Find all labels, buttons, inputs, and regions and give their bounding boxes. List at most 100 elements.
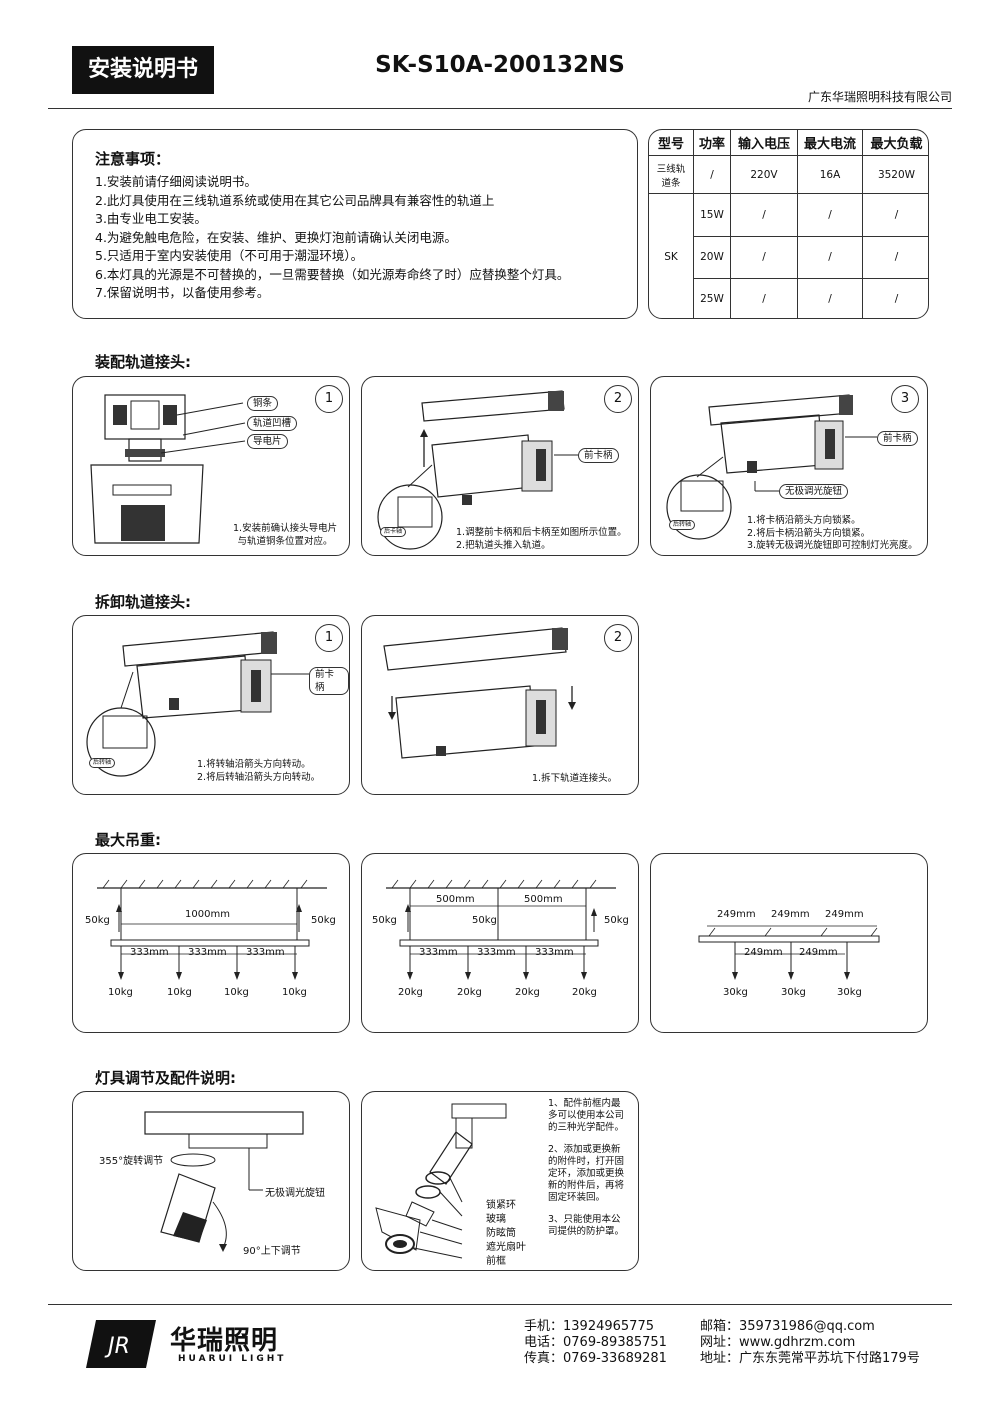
part-front-frame: 前框 [486,1256,506,1267]
adjust-panel: 355°旋转调节 无极调光旋钮 90°上下调节 [72,1091,350,1271]
label-front-clamp: 前卡柄 [877,431,918,446]
brand-name: 华瑞照明 [170,1326,279,1356]
cell-track-current: 16A [797,155,863,195]
spec-table-box: 型号 功率 输入电压 最大电流 最大负载 三线轨道条 / 220V 16A 35… [648,129,929,319]
step-number: 3 [891,385,919,413]
track-lock-figure [666,394,877,540]
label-rear-axle: 后转轴 [669,520,696,530]
seg-label: 333mm [188,947,227,958]
note-line: 1.安装前确认接头导电片 [233,523,338,534]
rotate-label: 355°旋转调节 [99,1156,164,1167]
notice-list: 1.安装前请仔细阅读说明书。 2.此灯具使用在三线轨道系统或使用在其它公司品牌具… [95,173,635,303]
load-label: 20kg [572,987,597,998]
cell-track-model: 三线轨道条 [649,155,694,195]
assembly-panel-1: 1 铜条 轨道凹槽 导电片 1.安装前确认接头导电片 与轨道铜条位置对应。 [72,376,350,556]
removal-panel-2: 2 1.拆下轨道连接头。 [361,615,639,795]
seg-label: 333mm [419,947,458,958]
part-anti-glare: 防眩筒 [486,1228,516,1239]
accessories-exploded-figure [375,1103,507,1259]
weight-diagram-2 [386,879,616,980]
company-name: 广东华瑞照明科技有限公司 [807,90,952,104]
label-rear-axle: 后转轴 [89,758,116,768]
load-label: 10kg [108,987,133,998]
header-divider [48,108,952,109]
side-load-left: 50kg [85,915,110,926]
spec-row-sk-1: SK 15W / / / [649,193,928,318]
label-copper-strip: 铜条 [247,396,279,411]
website: 网址：www.gdhrzm.com [700,1335,856,1350]
part-barn-door: 遮光扇叶 [486,1242,526,1253]
step-note: 1.安装前确认接头导电片 与轨道铜条位置对应。 [233,523,337,548]
seg-label: 333mm [246,947,285,958]
contact-right: 邮箱：359731986@qq.com 网址：www.gdhrzm.com 地址… [700,1319,920,1367]
side-load-right: 50kg [604,915,629,926]
removal-panel-1: 1 前卡柄 后转轴 1.将转轴沿箭头方向转动。 2.将后转轴沿箭头方向转动。 [72,615,350,795]
part-glass: 玻璃 [486,1214,506,1225]
footer-divider [48,1304,952,1305]
label-conductor: 导电片 [247,434,288,449]
notice-item: 1.安装前请仔细阅读说明书。 [95,174,257,189]
seg-top: 249mm [825,909,864,920]
note-line: 3.旋转无极调光旋钮即可控制灯光亮度。 [747,540,918,551]
col-power: 功率 [693,130,731,157]
cell-current: / [797,235,863,279]
accessory-note: 2、添加或更换新的附件时，打开固定环，添加或更换新的附件后，再将固定环装回。 [548,1144,625,1203]
step-note: 1.将卡柄沿箭头方向锁紧。 2.将后卡柄沿箭头方向锁紧。 3.旋转无极调光旋钮即… [747,515,918,553]
spec-table: 型号 功率 输入电压 最大电流 最大负载 三线轨道条 / 220V 16A 35… [649,130,928,318]
assembly-panel-2: 2 前卡柄 后卡轴 1.调整前卡柄和后卡柄至如图所示位置。 2.把轨道头推入轨道… [361,376,639,556]
logo-icon: JR [86,1320,156,1368]
track-insert-figure [377,390,578,550]
note-line: 1.将转轴沿箭头方向转动。 [197,759,311,770]
step-number: 2 [604,385,632,413]
weight-diagram-1 [97,879,327,980]
cell-power: 15W [693,193,731,237]
cell-track-load: 3520W [862,155,928,195]
unlock-figure [86,631,309,777]
seg-top: 249mm [717,909,756,920]
col-model: 型号 [649,130,694,157]
weight-diagram-3 [698,925,880,980]
mobile: 手机：13924965775 [524,1319,654,1334]
accessory-note: 1、配件前框内最多可以使用本公司的三种光学配件。 [548,1098,625,1133]
weight-panel-1: 1000mm 50kg 50kg 333mm 333mm 333mm 10kg … [72,853,350,1033]
seg-top: 249mm [771,909,810,920]
brand-logo: JR [86,1320,156,1368]
weight-panel-3: 249mm 249mm 249mm 249mm 249mm 30kg 30kg … [650,853,928,1033]
cell-sk-model: SK [649,193,694,318]
track-connector-figure [90,394,246,544]
fax: 传真：0769-33689281 [524,1351,667,1366]
cell-load: / [862,235,928,279]
note-line: 2.将后转轴沿箭头方向转动。 [197,771,321,783]
email: 邮箱：359731986@qq.com [700,1319,875,1334]
step-number: 2 [604,624,632,652]
spec-row-sk-3: 25W / / / [649,277,928,318]
phone: 电话：0769-89385751 [524,1335,667,1350]
accessories-panel: 锁紧环 玻璃 防眩筒 遮光扇叶 前框 1、配件前框内最多可以使用本公司的三种光学… [361,1091,639,1271]
max-weight-title: 最大吊重: [95,831,161,849]
assembly-title: 装配轨道接头: [95,353,191,371]
spec-header-row: 型号 功率 输入电压 最大电流 最大负载 [649,130,928,157]
cell-power: 25W [693,277,731,318]
spec-row-track: 三线轨道条 / 220V 16A 3520W [649,155,928,195]
notice-item: 2.此灯具使用在三线轨道系统或使用在其它公司品牌具有兼容性的轨道上 [95,192,495,208]
load-label: 10kg [167,987,192,998]
load-label: 10kg [224,987,249,998]
seg-label: 333mm [130,947,169,958]
notice-box: 注意事项： 1.安装前请仔细阅读说明书。 2.此灯具使用在三线轨道系统或使用在其… [72,129,638,319]
load-label: 20kg [398,987,423,998]
cell-current: / [797,193,863,237]
load-label: 20kg [457,987,482,998]
spec-row-sk-2: 20W / / / [649,235,928,279]
label-front-clamp: 前卡柄 [309,667,349,695]
note-line: 1.调整前卡柄和后卡柄至如图所示位置。 [456,527,627,538]
step-number: 1 [315,624,343,652]
label-track-groove: 轨道凹槽 [247,416,298,431]
col-voltage: 输入电压 [730,130,798,157]
tilt-label: 90°上下调节 [243,1246,301,1257]
col-load: 最大负载 [862,130,928,157]
side-load-left: 50kg [372,915,397,926]
cell-voltage: / [730,193,798,237]
cell-current: / [797,277,863,318]
seg-label: 333mm [535,947,574,958]
notice-item: 6.本灯具的光源是不可替换的，一旦需要替换（如光源寿命终了时）应替换整个灯具。 [95,266,570,282]
